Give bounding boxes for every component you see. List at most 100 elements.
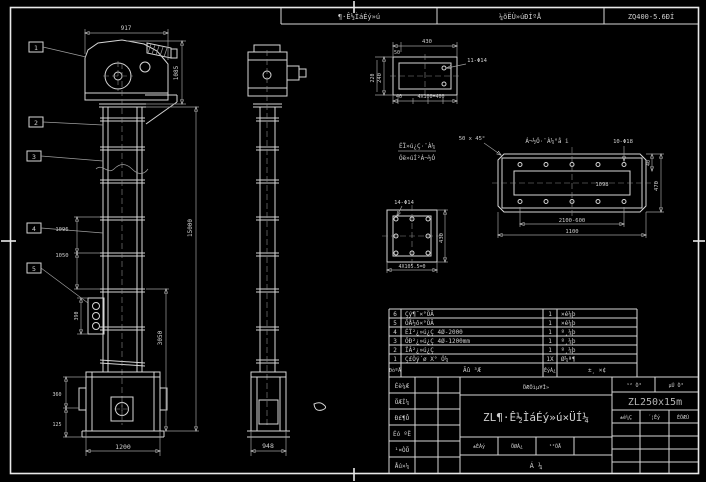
dim-channel-pitch: 4X100=400 xyxy=(417,94,444,100)
dim-channel-50: 50 xyxy=(394,50,400,56)
dim-side-base-width: 948 xyxy=(262,442,274,450)
header-qty: ÊýÁ¿ xyxy=(544,366,556,374)
header-cell-2: ¼õËÙ»úÐÍºÅ xyxy=(499,12,542,21)
dim-bucket: 390 xyxy=(74,311,80,320)
sheet-label: ¹²ÕÅ xyxy=(549,443,561,450)
scale-label: ±ÈÀý xyxy=(473,442,485,450)
dim-boot-b: 125 xyxy=(52,422,61,428)
sign-label-2: Ð£¶Ô xyxy=(395,415,410,422)
row1-mat: ×é¼þ xyxy=(561,320,576,327)
row4-no: 2 xyxy=(393,347,397,354)
header-cell-1: ¶·Ê½ÌáÉý»ú xyxy=(338,12,380,21)
header-strip: ¶·Ê½ÌáÉý»ú ¼õËÙ»úÐÍºÅ ZQ400-5.6ÐÍ xyxy=(280,8,698,25)
row5-no: 1 xyxy=(393,356,397,363)
side-view: 948 xyxy=(247,44,307,456)
plate-title: Á¬½Ó·¨À¼°å i xyxy=(525,138,569,145)
dim-section-b: 1050 xyxy=(55,253,68,259)
weight-label: ÖØÁ¿ xyxy=(511,443,523,450)
bottom-label: Á ¼ xyxy=(530,461,543,470)
title-block: Éè¼Æ ÖÆÍ¼ Ð£¶Ô Éó ºË ¹¤ÒÕ Åú×¼ ÖÆÔìµ¥Î» … xyxy=(388,376,698,473)
row5-mat: Ø¼ª¶ xyxy=(561,356,576,363)
sign-label-0: Éè¼Æ xyxy=(395,382,410,390)
row0-qty: 1 xyxy=(548,311,552,318)
dim-flange-right: 430 xyxy=(439,233,445,243)
side-view-dimensions: 948 xyxy=(251,431,286,456)
dim-plate-right-a: 40 xyxy=(646,160,652,166)
dim-channel-width: 430 xyxy=(422,39,432,45)
channel-hole-callout: 11-Φ14 xyxy=(467,58,488,64)
dim-plate-bottom-b: 1100 xyxy=(565,229,578,235)
header-mat: ±¸ ×¢ xyxy=(588,367,606,374)
sign-label-1: ÖÆÍ¼ xyxy=(395,398,410,406)
row4-qty: 1 xyxy=(548,347,552,354)
row3-mat: º¸¼þ xyxy=(561,338,576,345)
rev-label-c: ÈÕÆÚ xyxy=(677,413,689,421)
table-row: 2 ÏÂ²¿»ú¿Ç 1 º¸¼þ xyxy=(393,347,576,354)
row3-name: ÖÐ²¿»ú¿Ç 4Ø-1200mm xyxy=(405,338,470,345)
row0-name: Çý¶¯×°ÖÃ xyxy=(405,311,434,318)
dim-plate-bottom-a: 2100-600 xyxy=(559,218,586,224)
row4-mat: º¸¼þ xyxy=(561,347,576,354)
company-name: ÖÆÔìµ¥Î» xyxy=(523,384,550,391)
row1-qty: 1 xyxy=(548,320,552,327)
plate-hole-callout: 10-Φ18 xyxy=(613,139,633,145)
rev-label-b: ´¦Êý xyxy=(648,413,660,421)
row0-no: 6 xyxy=(393,311,397,318)
dim-width-top: 917 xyxy=(121,25,132,32)
row5-qty: 1X xyxy=(546,356,554,363)
balloon-4: 4 xyxy=(32,225,36,233)
row2-no: 4 xyxy=(393,329,397,336)
header-name: Ãû ³Æ xyxy=(463,367,481,374)
row3-qty: 1 xyxy=(548,338,552,345)
channel-note-line1: ÉÏ»ú¿Ç·¨À¼ xyxy=(399,142,436,150)
table-row: 1 Ç£Òý´ø X° Ó¼ 1X Ø¼ª¶ xyxy=(393,356,576,363)
dim-boot-height: 3050 xyxy=(157,330,164,345)
balloon-1: 1 xyxy=(34,44,38,52)
detail-flange: 14-Φ14 430 4X105.5=0 xyxy=(382,200,448,273)
page-note-b: µÚ Ò³ xyxy=(668,382,683,389)
balloon-3: 3 xyxy=(32,153,36,161)
channel-note-line2: Óë»úÍ²Á¬½Ó xyxy=(399,154,436,162)
row2-name: ÉÏ²¿»ú¿Ç 4Ø-2000 xyxy=(405,328,463,336)
row5-name: Ç£Òý´ø X° Ó¼ xyxy=(405,356,449,363)
row4-name: ÏÂ²¿»ú¿Ç xyxy=(405,347,434,354)
item-balloons: 1 2 3 4 5 xyxy=(26,41,104,304)
header-cell-3: ZQ400-5.6ÐÍ xyxy=(628,12,674,21)
row0-mat: ×é¼þ xyxy=(561,311,576,318)
dim-flange-bottom: 4X105.5=0 xyxy=(398,264,425,270)
front-view: 917 1085 15000 3050 1096 1050 390 xyxy=(26,25,199,456)
sign-label-4: ¹¤ÒÕ xyxy=(395,447,410,454)
sign-label-5: Åú×¼ xyxy=(395,463,410,470)
dim-head-height: 1085 xyxy=(173,65,180,80)
balloon-5: 5 xyxy=(32,265,36,273)
table-row: 3 ÖÐ²¿»ú¿Ç 4Ø-1200mm 1 º¸¼þ xyxy=(393,338,576,345)
dim-channel-left-b: 220 xyxy=(370,73,376,82)
row2-mat: º¸¼þ xyxy=(561,329,576,336)
header-no: ÐòºÅ xyxy=(389,367,401,374)
boot-section xyxy=(78,371,168,438)
dim-plate-inner: 1098 xyxy=(595,182,608,188)
row2-qty: 1 xyxy=(548,329,552,336)
dim-channel-seg: 40 xyxy=(396,94,402,100)
row3-no: 3 xyxy=(393,338,397,345)
dim-channel-left-a: 240 xyxy=(377,73,383,83)
plate-chamfer-note: 50 x 45° xyxy=(459,136,486,142)
table-row: 4 ÉÏ²¿»ú¿Ç 4Ø-2000 1 º¸¼þ xyxy=(393,328,576,336)
balloon-2: 2 xyxy=(34,119,38,127)
model-number: ZL250x15m xyxy=(628,397,682,408)
ink-mark xyxy=(313,402,327,411)
flange-hole-callout: 14-Φ14 xyxy=(394,200,415,206)
dim-total-height: 15000 xyxy=(187,219,194,237)
drive-sheave xyxy=(139,61,151,73)
row1-name: ÕÅ½ô×°ÖÃ xyxy=(405,320,434,327)
detail-plate: 1098 50 x 45° Á¬½Ó·¨À¼°å i 10-Φ18 40 470… xyxy=(459,136,664,238)
detail-channel: 430 50 240 220 40 4X100=400 11-Φ14 ÉÏ»ú¿… xyxy=(370,39,488,162)
page-note-a: ¹² Ò³ xyxy=(626,382,641,389)
bucket-detail xyxy=(87,297,105,335)
dim-base-width: 1200 xyxy=(115,443,131,451)
front-view-dimensions: 917 1085 15000 3050 1096 1050 390 xyxy=(52,25,199,456)
table-row: 6 Çý¶¯×°ÖÃ 1 ×é¼þ xyxy=(393,311,576,318)
